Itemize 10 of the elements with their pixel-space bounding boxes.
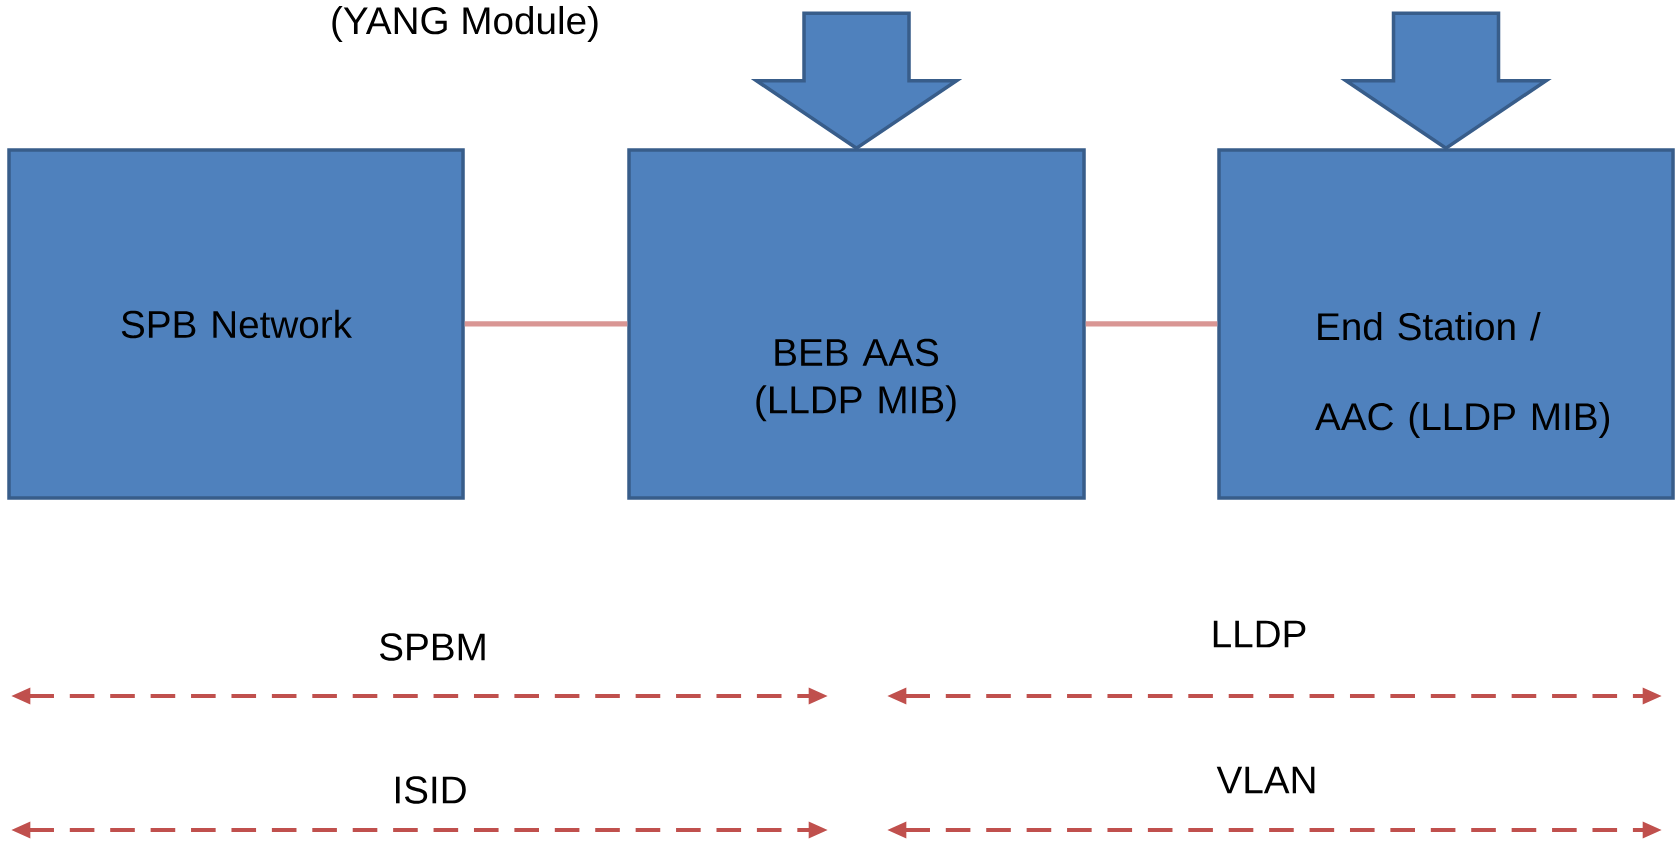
text-label: SPBM [380,633,485,661]
process-box: BEB AAS (LLDP MIB) [627,148,1086,500]
text-label: VLAN [1216,766,1315,794]
process-box: SPB Network [7,148,465,500]
connector-line [1085,321,1218,327]
text-label: (YANG Module) [332,5,598,42]
text-label: LLDP [1213,620,1306,648]
process-box: End Station / AAC (LLDP MIB) [1217,148,1675,500]
connector-line [464,321,628,327]
text-label: ISID [395,776,466,804]
